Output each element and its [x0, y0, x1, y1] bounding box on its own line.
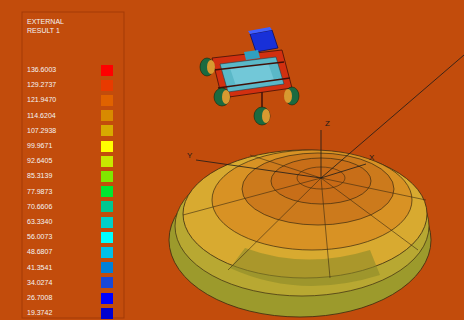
legend-swatch: [101, 308, 113, 319]
legend-value: 136.6003: [27, 66, 56, 73]
rover-model: [200, 27, 299, 125]
legend-swatch: [101, 80, 113, 91]
legend-swatch: [101, 65, 113, 76]
legend-swatch: [101, 293, 113, 304]
legend-swatch: [101, 262, 113, 273]
legend-value: 99.9671: [27, 142, 52, 149]
legend-swatch: [101, 141, 113, 152]
legend-value: 121.9470: [27, 96, 56, 103]
legend-title: EXTERNAL RESULT 1: [27, 17, 83, 36]
legend-swatch: [101, 201, 113, 212]
legend-value: 19.3742: [27, 309, 52, 316]
legend-value: 41.3541: [27, 264, 52, 271]
axis-label: Y: [186, 152, 193, 160]
dish-model: [169, 150, 431, 317]
legend-value: 26.7008: [27, 294, 52, 301]
legend-panel: [22, 12, 124, 318]
legend-swatch: [101, 186, 113, 197]
legend-swatch: [101, 217, 113, 228]
legend-swatch: [101, 95, 113, 106]
legend-value: 85.3139: [27, 172, 52, 179]
axis-lines: [196, 55, 464, 178]
legend-value: 63.3340: [27, 218, 52, 225]
legend-value: 56.0073: [27, 233, 52, 240]
axis-label: X: [368, 154, 375, 162]
legend-value: 92.6405: [27, 157, 52, 164]
legend-value: 77.9873: [27, 188, 52, 195]
legend-swatch: [101, 247, 113, 258]
legend-swatch: [101, 232, 113, 243]
legend-value: 70.6606: [27, 203, 52, 210]
axis-label: Z: [324, 120, 331, 128]
legend-swatch: [101, 156, 113, 167]
legend-value: 48.6807: [27, 248, 52, 255]
legend-swatch: [101, 110, 113, 121]
legend-value: 107.2938: [27, 127, 56, 134]
legend-value: 129.2737: [27, 81, 56, 88]
legend-swatch: [101, 171, 113, 182]
legend-value: 114.6204: [27, 112, 56, 119]
legend-value: 34.0274: [27, 279, 52, 286]
legend-swatch: [101, 125, 113, 136]
legend-swatch: [101, 277, 113, 288]
